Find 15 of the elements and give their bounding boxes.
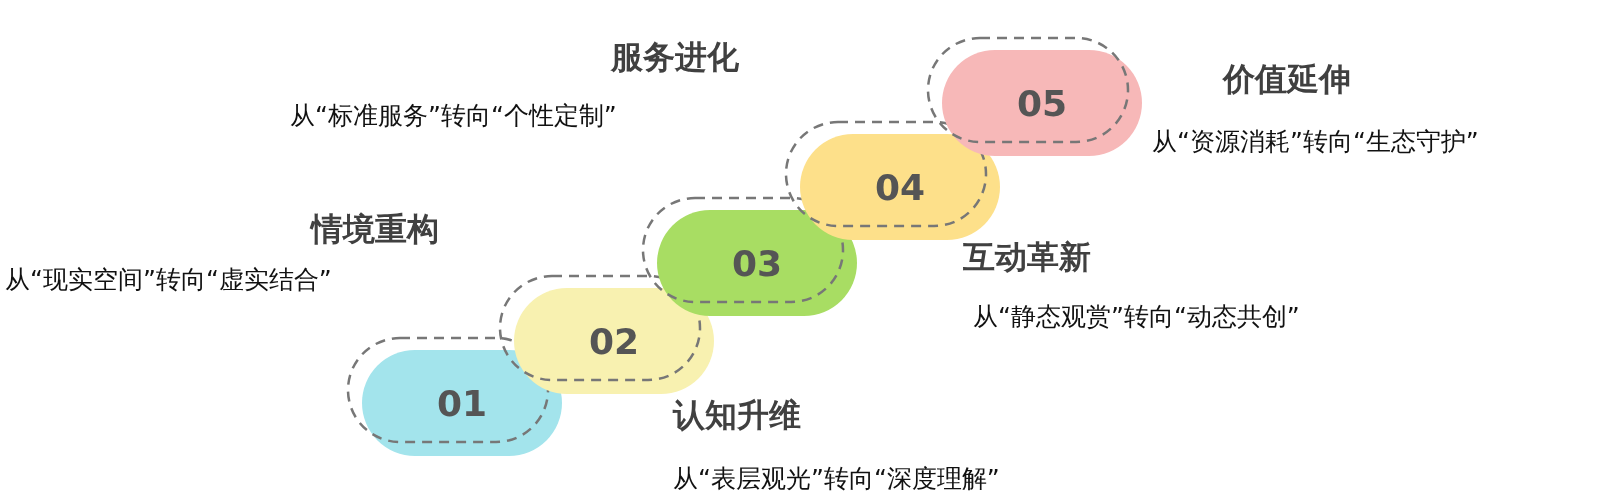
step-description: 从“表层观光”转向“深度理解” <box>673 465 1000 493</box>
step-pill: 04 <box>800 134 1000 240</box>
step-description: 从“标准服务”转向“个性定制” <box>290 102 617 130</box>
step-heading: 价值延伸 <box>1223 62 1351 98</box>
step-heading: 服务进化 <box>611 40 739 76</box>
step-description: 从“资源消耗”转向“生态守护” <box>1152 128 1479 156</box>
step-heading: 情境重构 <box>311 212 439 248</box>
step-pill: 02 <box>514 288 714 394</box>
step-pill: 03 <box>657 210 857 316</box>
step-pill: 01 <box>362 350 562 456</box>
step-description: 从“静态观赏”转向“动态共创” <box>973 303 1300 331</box>
step-heading: 认知升维 <box>673 398 801 434</box>
step-pill: 05 <box>942 50 1142 156</box>
step-heading: 互动革新 <box>963 240 1091 276</box>
step-description: 从“现实空间”转向“虚实结合” <box>5 266 332 294</box>
